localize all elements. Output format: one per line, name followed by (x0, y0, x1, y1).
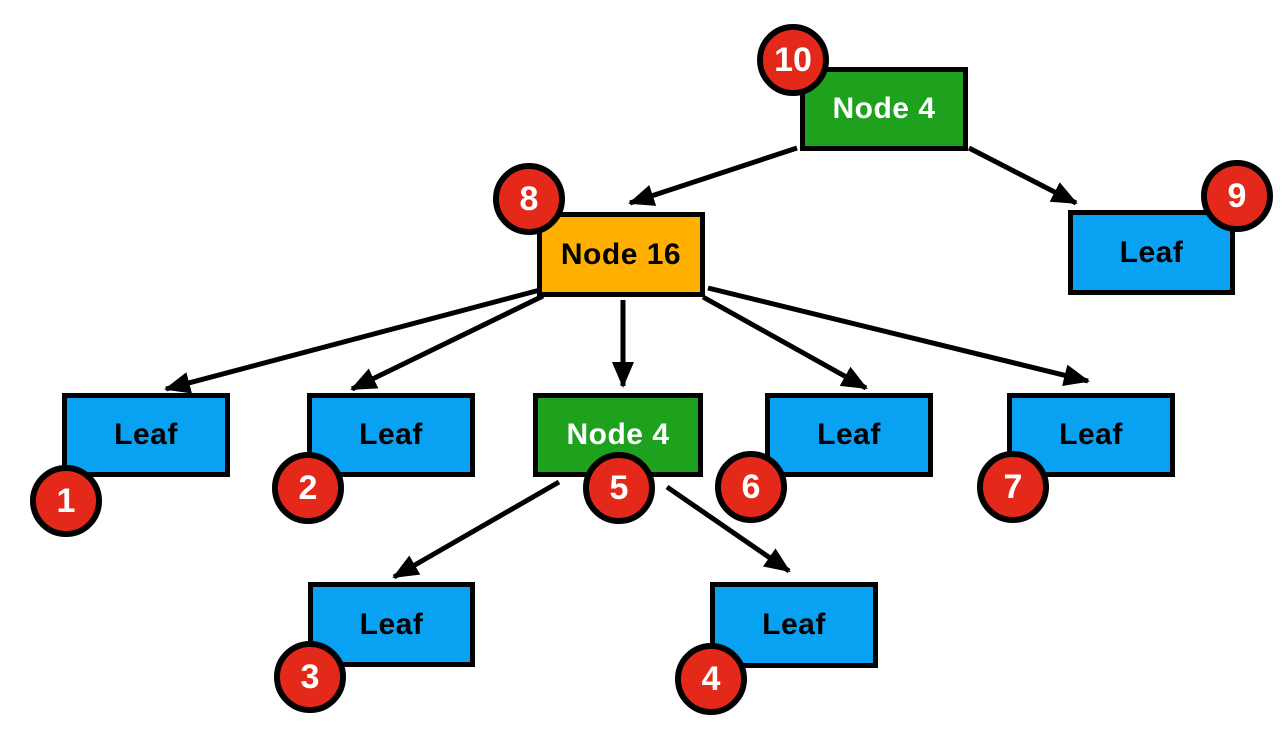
edge-arrow-node4b-to-leaf-4 (665, 484, 791, 574)
tree-node-root: Node 4 (800, 67, 968, 151)
tree-node-leaf-9: Leaf (1068, 210, 1235, 295)
node-label: Leaf (1059, 418, 1123, 451)
node-label: Leaf (762, 608, 826, 641)
node-label: Leaf (359, 607, 424, 641)
tree-node-leaf-4: Leaf (710, 582, 878, 668)
edge-arrow-node16-to-leaf-7 (707, 285, 1090, 386)
tree-node-node16: Node 16 (537, 212, 705, 297)
edge-arrow-node16-to-leaf-1 (164, 287, 541, 394)
node-label: Node 4 (832, 92, 936, 125)
tree-node-leaf-6: Leaf (765, 393, 933, 477)
node-label: Node 16 (560, 237, 682, 271)
visit-order-badge: 7 (977, 451, 1049, 523)
tree-node-leaf-1: Leaf (62, 393, 230, 477)
visit-order-badge: 6 (715, 451, 787, 523)
edge-arrow-node16-to-leaf-2 (350, 293, 545, 392)
edge-arrow-node4b-to-leaf-3 (392, 479, 561, 580)
tree-node-leaf-2: Leaf (307, 393, 475, 477)
node-label: Leaf (114, 418, 178, 451)
visit-order-badge: 2 (272, 452, 344, 524)
visit-order-badge: 3 (274, 641, 346, 713)
visit-order-badge: 5 (583, 452, 655, 524)
edge-arrow-root-to-leaf-9 (967, 145, 1078, 206)
visit-order-badge: 9 (1201, 160, 1273, 232)
visit-order-badge: 8 (493, 163, 565, 235)
node-label: Node 4 (566, 418, 670, 451)
visit-order-badge: 1 (30, 465, 102, 537)
node-label: Leaf (817, 418, 881, 451)
node-label: Leaf (359, 418, 423, 451)
edge-arrow-node16-to-leaf-6 (701, 294, 868, 391)
visit-order-badge: 10 (757, 24, 829, 96)
edge-arrow-root-to-node16 (628, 145, 798, 206)
visit-order-badge: 4 (675, 643, 747, 715)
node-label: Leaf (1119, 235, 1184, 269)
